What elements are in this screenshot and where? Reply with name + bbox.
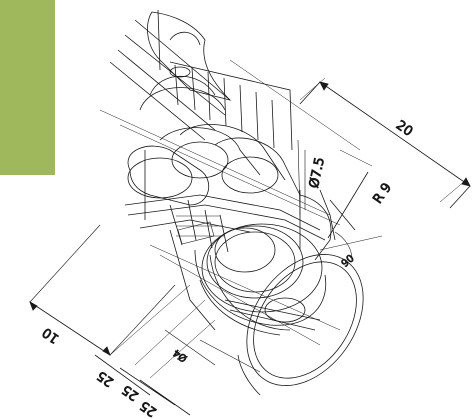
dimension-20	[299, 77, 471, 209]
right-lobe	[299, 189, 356, 261]
dimension-10	[29, 224, 176, 356]
dim-label-phi75: Ø7.5	[307, 156, 328, 189]
upper-clip-outline	[109, 9, 293, 151]
dim-label-90: 90	[340, 253, 357, 270]
dim-label-r9: R 9	[370, 180, 395, 206]
accent-color-block	[0, 0, 55, 175]
middle-housing	[124, 123, 326, 253]
dim-label-20: 20	[393, 118, 415, 140]
dimension-25-stack	[94, 284, 216, 416]
dim-label-10: 10	[40, 324, 62, 346]
dim-label-25c: 25	[137, 397, 159, 419]
dimension-90	[319, 231, 383, 261]
dim-label-25a: 25	[94, 367, 116, 389]
front-ring	[237, 254, 364, 396]
dimension-r9	[327, 149, 373, 239]
construction-lines	[99, 59, 361, 346]
dimension-phi75	[297, 139, 306, 216]
lower-bowl	[169, 223, 327, 336]
dim-label-25b: 25	[119, 381, 141, 403]
dimension-phi4	[164, 329, 261, 373]
dim-label-phi4: Ø4	[171, 346, 190, 364]
